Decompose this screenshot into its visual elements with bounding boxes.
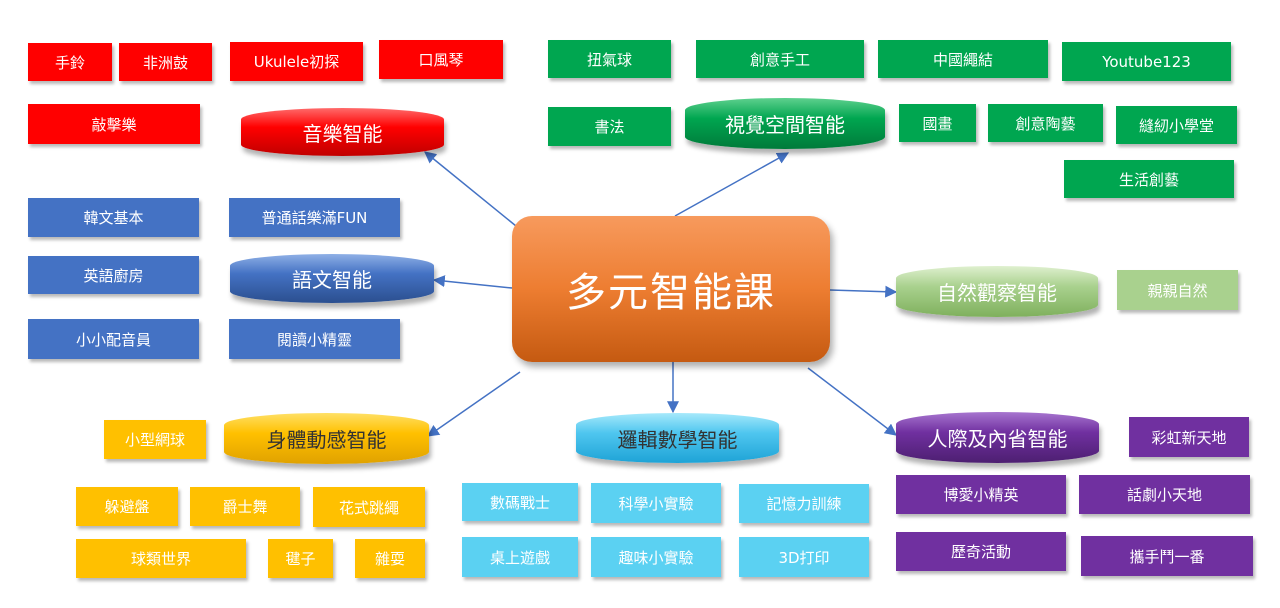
course-language: 小小配音員: [28, 319, 199, 359]
course-visual: 創意陶藝: [988, 104, 1103, 142]
course-language: 韓文基本: [28, 198, 199, 237]
course-music: Ukulele初探: [230, 42, 363, 81]
course-language: 英語廚房: [28, 256, 199, 294]
arrow-to-visual: [674, 152, 790, 217]
category-music: 音樂智能: [241, 108, 444, 156]
course-logic: 桌上遊戲: [462, 537, 578, 577]
category-bodily-kinesthetic: 身體動感智能: [224, 413, 429, 464]
course-body: 躲避盤: [76, 487, 178, 526]
course-body: 毽子: [268, 539, 333, 578]
course-body: 雜耍: [355, 539, 425, 578]
course-visual: 中國繩結: [878, 40, 1048, 78]
course-logic: 3D打印: [739, 537, 869, 577]
course-visual: 縫紉小學堂: [1116, 106, 1237, 144]
course-interpersonal: 攜手鬥一番: [1081, 536, 1253, 576]
course-logic: 趣味小實驗: [591, 537, 721, 577]
arrow-to-interpersonal: [807, 367, 897, 436]
course-visual: Youtube123: [1062, 42, 1231, 81]
course-interpersonal: 博愛小精英: [896, 475, 1066, 514]
category-visual-spatial: 視覺空間智能: [685, 98, 885, 149]
course-interpersonal: 話劇小天地: [1079, 475, 1250, 514]
course-visual: 生活創藝: [1064, 160, 1234, 198]
course-language: 閱讀小精靈: [229, 319, 400, 359]
course-music: 口風琴: [379, 40, 503, 79]
course-visual: 書法: [548, 107, 671, 146]
category-logical-math: 邏輯數學智能: [576, 413, 779, 463]
course-music: 敲擊樂: [28, 104, 200, 144]
course-visual: 國畫: [899, 104, 976, 142]
arrow-to-body: [427, 371, 521, 437]
category-nature: 自然觀察智能: [896, 266, 1098, 317]
course-logic: 科學小實驗: [591, 483, 721, 523]
arrow-to-music: [424, 151, 517, 227]
course-logic: 數碼戰士: [462, 483, 578, 521]
course-music: 手鈴: [28, 43, 112, 81]
course-visual: 扭氣球: [548, 40, 671, 78]
course-body: 球類世界: [76, 539, 246, 578]
arrow-to-language: [432, 275, 513, 289]
course-nature: 親親自然: [1117, 270, 1238, 310]
course-body: 爵士舞: [190, 487, 300, 526]
course-body: 小型網球: [104, 420, 206, 459]
center-node: 多元智能課: [512, 216, 830, 362]
category-language: 語文智能: [230, 254, 434, 303]
category-interpersonal: 人際及內省智能: [896, 412, 1099, 463]
course-language: 普通話樂滿FUN: [229, 198, 400, 237]
course-interpersonal: 彩虹新天地: [1129, 417, 1249, 457]
course-visual: 創意手工: [696, 40, 864, 78]
course-music: 非洲鼓: [119, 43, 212, 81]
course-interpersonal: 歷奇活動: [896, 532, 1066, 571]
course-body: 花式跳繩: [313, 487, 425, 527]
course-logic: 記憶力訓練: [739, 484, 869, 523]
arrow-to-nature: [829, 285, 898, 298]
